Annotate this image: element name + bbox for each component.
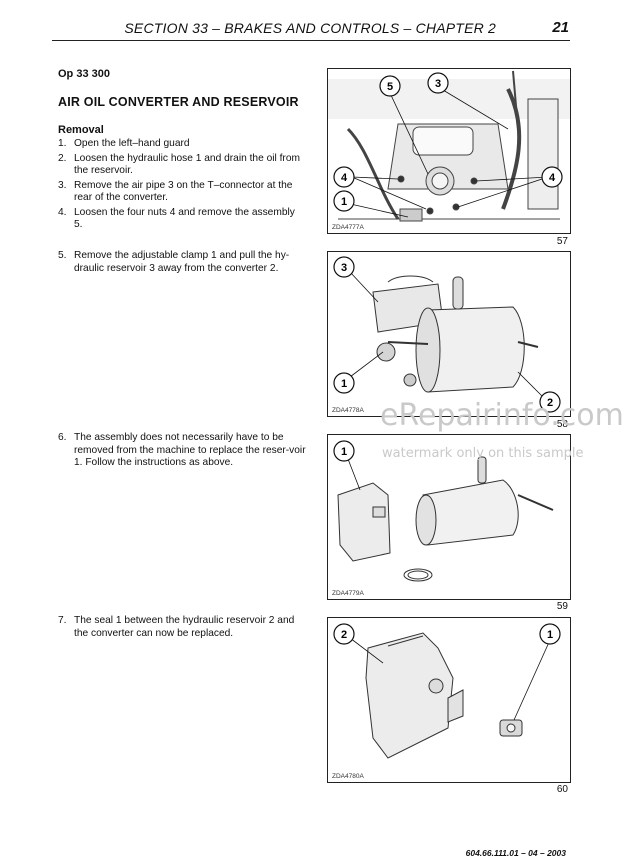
step-number: 7.: [58, 615, 67, 626]
figure-58-callouts: 3 1 2: [333, 256, 561, 413]
figure-57-callouts: 5 3 4 4 1: [333, 72, 563, 212]
step-text: Open the left–hand guard: [74, 138, 190, 149]
figure-number: 59: [556, 601, 568, 612]
page-header: SECTION 33 – BRAKES AND CONTROLS – CHAPT…: [0, 0, 624, 44]
watermark-logo: eRepairinfo.com: [380, 398, 624, 433]
subheading-removal: Removal: [58, 124, 104, 136]
figure-57-illustration: 5 3 4 4 1: [328, 70, 570, 222]
op-code: Op 33 300: [58, 68, 110, 80]
page-heading: AIR OIL CONVERTER AND RESERVOIR: [58, 95, 299, 109]
figure-60-illustration: 2 1: [333, 623, 561, 759]
step-number: 6.: [58, 432, 67, 443]
step-number: 3.: [58, 179, 67, 191]
figure-60: 2 1 ZDA4780A: [327, 617, 571, 783]
step-item: 2. Loosen the hydraulic hose 1 and drain …: [58, 153, 306, 178]
step-text: The assembly does not necessarily have t…: [74, 432, 306, 468]
step-text: Loosen the hydraulic hose 1 and drain th…: [74, 152, 300, 177]
figure-58: 3 1 2 ZDA4778A: [327, 251, 571, 417]
figure-60-callouts: 2 1: [333, 623, 561, 645]
steps-list: 1. Open the left–hand guard 2. Loosen the …: [58, 138, 306, 234]
step-item: 6. The assembly does not necessarily have…: [58, 432, 306, 470]
figure-id: ZDA4780A: [332, 773, 364, 780]
callout-label: 5: [387, 81, 393, 93]
page-footer: 604.66.111.01 – 04 – 2003: [465, 848, 566, 858]
step-number: 1.: [58, 138, 67, 149]
callout-label: 1: [341, 196, 347, 208]
callout-label: 2: [341, 629, 347, 641]
step-number: 4.: [58, 206, 67, 218]
step-item: 5. Remove the adjustable clamp 1 and pull…: [58, 250, 306, 275]
step-number: 5.: [58, 250, 67, 261]
figure-id: ZDA4777A: [332, 224, 364, 231]
step-text: The seal 1 between the hydraulic reservo…: [74, 615, 295, 639]
header-rule: [52, 40, 570, 41]
page-number: 21: [552, 19, 569, 36]
step-item: 1. Open the left–hand guard: [58, 138, 306, 151]
figure-57: 5 3 4 4 1 ZDA4777A: [327, 68, 571, 234]
callout-label: 3: [341, 262, 347, 274]
watermark-note: watermark only on this sample: [382, 446, 584, 461]
figure-id: ZDA4778A: [332, 407, 364, 414]
figure-number: 60: [556, 784, 568, 795]
figure-id: ZDA4779A: [332, 590, 364, 597]
figure-number: 58: [556, 419, 568, 430]
step-number: 2.: [58, 152, 67, 164]
step-text: Remove the air pipe 3 on the T–connector…: [74, 179, 293, 204]
step-text: Remove the adjustable clamp 1 and pull t…: [74, 250, 290, 274]
figure-59-illustration: 1: [333, 440, 554, 582]
figure-59: 1 ZDA4779A: [327, 434, 571, 600]
section-title: SECTION 33 – BRAKES AND CONTROLS – CHAPT…: [124, 20, 496, 36]
callout-label: 3: [435, 78, 441, 90]
callout-label: 2: [547, 397, 553, 409]
step-text: Loosen the four nuts 4 and remove the as…: [74, 206, 295, 231]
figure-59-callouts: 1: [333, 440, 355, 462]
callout-label: 1: [341, 446, 347, 458]
callout-label: 1: [341, 378, 347, 390]
step-item: 7. The seal 1 between the hydraulic reser…: [58, 615, 306, 640]
step-item: 3. Remove the air pipe 3 on the T–connect…: [58, 180, 306, 205]
callout-label: 1: [547, 629, 553, 641]
figure-58-illustration: 3 1 2: [333, 256, 561, 413]
callout-label: 4: [549, 172, 556, 184]
figure-number: 57: [556, 236, 568, 247]
callout-label: 4: [341, 172, 348, 184]
step-item: 4. Loosen the four nuts 4 and remove the …: [58, 207, 306, 232]
